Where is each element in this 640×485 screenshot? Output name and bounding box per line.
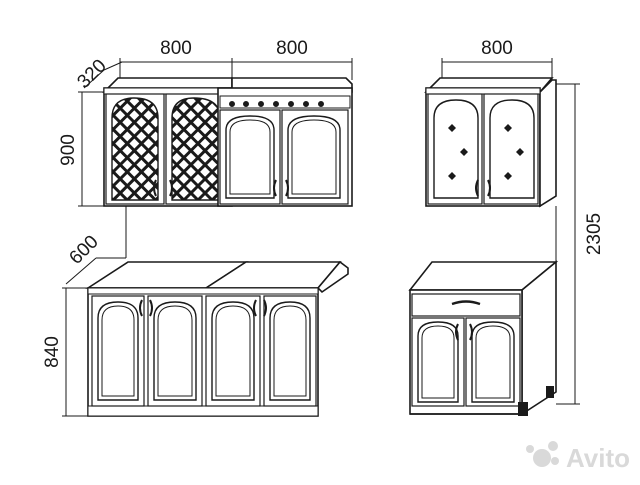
upper-width-right-label: 800 [481, 38, 513, 59]
upper-cabinet-cornice [217, 77, 353, 207]
upper-depth-label: 320 [73, 55, 110, 92]
upper-width-left-label: 800 [160, 38, 192, 59]
lower-height-label: 840 [42, 336, 63, 368]
upper-height-label: 900 [58, 134, 79, 166]
dimension-lines [62, 58, 580, 417]
avito-logo-icon [526, 441, 559, 467]
lower-depth-label: 600 [65, 231, 102, 268]
upper-cabinet-glass [424, 77, 557, 208]
lower-cabinets-left [85, 260, 349, 417]
avito-watermark: Avito [526, 441, 630, 473]
upper-cabinet-lattice [102, 77, 233, 207]
lower-cabinet-drawer [408, 260, 559, 416]
total-height-label: 2305 [584, 213, 605, 255]
avito-watermark-text: Avito [566, 443, 630, 473]
upper-width-middle-label: 800 [276, 38, 308, 59]
